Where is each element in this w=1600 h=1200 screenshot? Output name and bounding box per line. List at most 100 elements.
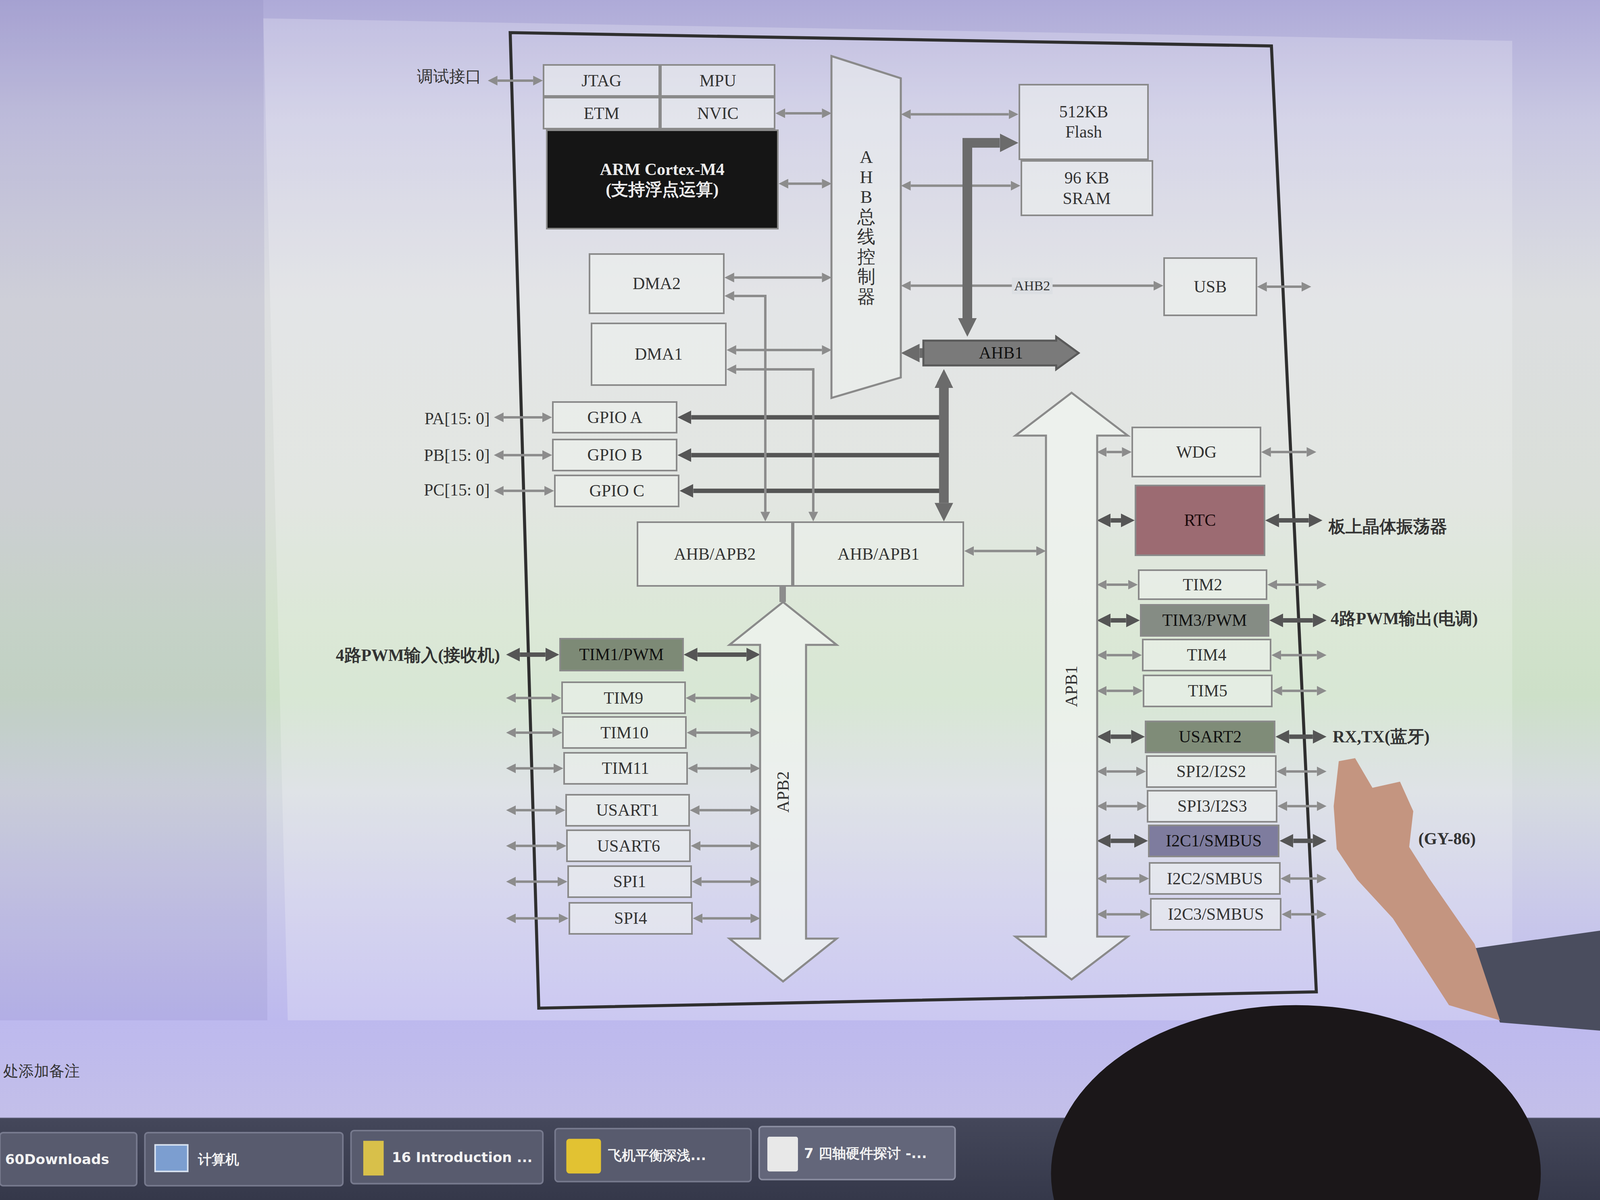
pin-arrow — [1277, 583, 1317, 586]
ahb1-bus-band: AHB1 — [923, 336, 1079, 370]
bus-connector — [1106, 770, 1136, 773]
taskbar-button — [759, 1126, 956, 1180]
pin-label: 调试接口 — [416, 66, 482, 87]
block-box: TIM3/PWM — [1139, 604, 1270, 637]
pin-arrow — [503, 454, 543, 457]
block-label: SPI2/I2S2 — [1176, 761, 1246, 782]
block-label: RTC — [1183, 510, 1216, 531]
pin-label: 4路PWM输入(接收机) — [335, 645, 500, 666]
taskbar-button — [351, 1130, 544, 1184]
bus-connector — [697, 652, 747, 657]
block-box: TIM10 — [562, 716, 687, 749]
outline-shape — [1015, 392, 1128, 980]
outline-shape — [923, 336, 1079, 370]
pin-arrow — [1282, 689, 1317, 692]
bus-connector — [1106, 912, 1141, 916]
block-box: TIM5 — [1142, 674, 1273, 708]
block-box: GPIO B — [552, 438, 678, 472]
bus-connector — [1110, 734, 1132, 740]
bus-connector — [785, 112, 822, 115]
bus-label: APB2 — [772, 770, 794, 813]
pin-arrow — [1266, 285, 1302, 288]
pointing-hand — [1333, 758, 1500, 1021]
app-icon — [566, 1138, 601, 1174]
block-box: SPI1 — [567, 865, 692, 898]
bus-connector — [1106, 654, 1132, 657]
block-label: TIM2 — [1182, 574, 1223, 595]
bus-connector — [691, 383, 944, 418]
block-box: TIM11 — [563, 752, 688, 785]
pin-arrow — [1286, 770, 1317, 773]
block-label: TIM9 — [603, 687, 644, 709]
block-label: USB — [1193, 276, 1227, 297]
bus-connector — [1110, 838, 1135, 844]
taskbar-button — [555, 1128, 752, 1182]
bus-connector — [779, 586, 786, 603]
block-label: I2C3/SMBUS — [1167, 904, 1264, 925]
bus-label: APB1 — [1061, 665, 1082, 707]
apb-bus-arrow: APB2 — [760, 602, 807, 982]
bus-connector — [910, 112, 1009, 116]
cpu-core-box: ARM Cortex-M4 (支持浮点运算) — [545, 129, 779, 230]
chip-outline — [510, 32, 1317, 1009]
pin-label: PA[15: 0] — [424, 408, 490, 429]
block-label: TIM11 — [602, 758, 650, 779]
bus-connector — [1106, 804, 1138, 808]
block-box: DMA1 — [590, 322, 727, 386]
block-box: I2C2/SMBUS — [1148, 862, 1281, 895]
bus-connector — [973, 550, 1036, 553]
pin-arrow — [497, 79, 534, 82]
bus-connector — [697, 767, 751, 770]
taskbar-item: 飞机平衡深浅... — [608, 1146, 707, 1164]
block-label: I2C2/SMBUS — [1166, 868, 1263, 889]
bus-connector — [788, 182, 823, 186]
block-label: MPU — [699, 70, 737, 91]
bus-connector — [736, 348, 823, 352]
block-label: AHB1 — [979, 342, 1024, 363]
pin-arrow — [1270, 450, 1307, 454]
pin-arrow — [1279, 518, 1309, 523]
pin-label: PC[15: 0] — [423, 479, 490, 500]
block-label: ETM — [583, 103, 620, 124]
pin-arrow — [1283, 618, 1313, 623]
bus-connector — [734, 295, 766, 512]
pin-label: (GY-86) — [1418, 828, 1476, 849]
bus-connector — [1110, 618, 1126, 623]
block-label: SPI1 — [613, 871, 647, 892]
pin-arrow — [515, 844, 557, 848]
pin-arrow — [1290, 877, 1317, 880]
block-label: AHB/APB1 — [837, 543, 920, 565]
pin-arrow — [515, 808, 556, 812]
block-label: GPIO B — [587, 444, 643, 465]
block-label: ARM Cortex-M4 (支持浮点运算) — [575, 159, 749, 200]
pin-arrow — [515, 880, 558, 883]
bus-connector — [701, 880, 751, 883]
block-box: MPU — [660, 64, 776, 97]
bus-connector — [910, 184, 1011, 188]
block-box: SPI4 — [568, 902, 694, 935]
pin-arrow — [515, 696, 552, 700]
block-label: SPI4 — [614, 908, 648, 929]
vertical-label: AHB总线控制器 — [857, 147, 876, 307]
folder-icon — [363, 1140, 384, 1176]
bus-connector — [1106, 583, 1128, 586]
app-icon — [767, 1136, 798, 1172]
block-label: TIM4 — [1186, 644, 1227, 665]
block-box: SPI3/I2S3 — [1146, 789, 1278, 823]
bus-connector — [1106, 877, 1140, 880]
block-label: I2C1/SMBUS — [1165, 830, 1262, 851]
bridge-box: AHB/APB1 — [792, 521, 965, 587]
block-label: JTAG — [581, 70, 622, 91]
block-label: 96 KB SRAM — [1057, 167, 1117, 209]
pin-arrow — [1291, 912, 1317, 916]
bus-connector — [1106, 450, 1122, 454]
block-label: DMA1 — [634, 343, 683, 365]
bus-connector — [693, 383, 944, 491]
block-box: GPIO A — [552, 401, 678, 434]
bus-connector — [696, 731, 751, 734]
block-label: TIM1/PWM — [579, 644, 664, 665]
taskbar-item: 计算机 — [197, 1150, 240, 1168]
memory-box: 96 KB SRAM — [1020, 160, 1154, 217]
bus-connector — [702, 917, 751, 920]
